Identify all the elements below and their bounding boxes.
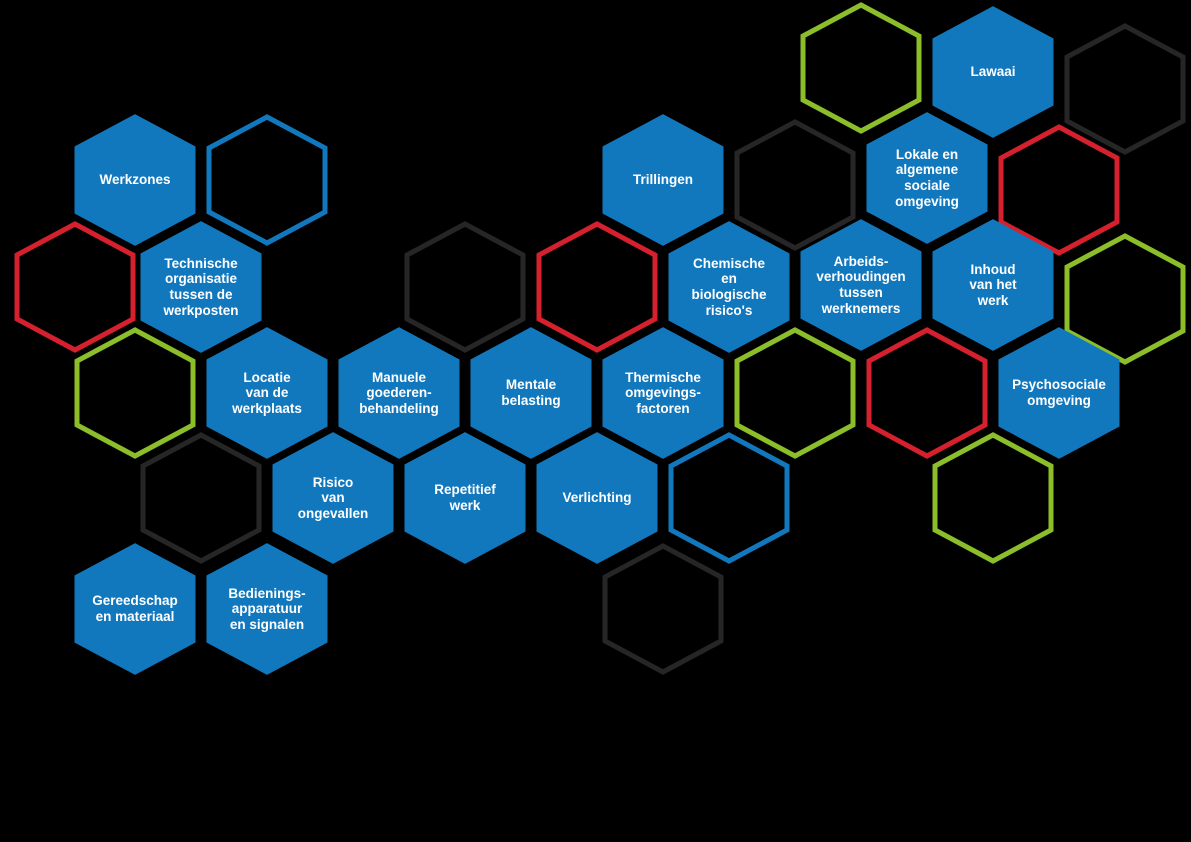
hexagon-empty-red-2 bbox=[536, 221, 658, 353]
hexagon-empty-green-5 bbox=[932, 432, 1054, 564]
hexagon-shape-blue bbox=[470, 327, 592, 459]
hexagon-bedieningsapparatuur-en-signalen: Bedienings- apparatuur en signalen bbox=[206, 543, 328, 675]
hexagon-shape-blue bbox=[932, 219, 1054, 351]
hexagon-shape-blue bbox=[338, 327, 460, 459]
hexagon-empty-black-4 bbox=[602, 543, 724, 675]
hexagon-shape-blue bbox=[602, 114, 724, 246]
hexagon-shape-black bbox=[404, 221, 526, 353]
hexagon-shape-blue bbox=[404, 432, 526, 564]
hexagon-shape-blue bbox=[206, 327, 328, 459]
hexagon-gereedschap-en-materiaal: Gereedschap en materiaal bbox=[74, 543, 196, 675]
hexagon-empty-black-2 bbox=[404, 221, 526, 353]
hexagon-shape-red bbox=[998, 124, 1120, 256]
hexagon-empty-blue-2 bbox=[668, 432, 790, 564]
hexagon-empty-blue-1 bbox=[206, 114, 328, 246]
hexagon-shape-black bbox=[140, 432, 262, 564]
hexagon-shape-blue bbox=[932, 6, 1054, 138]
hexagon-shape-black bbox=[602, 543, 724, 675]
hexagon-shape-red bbox=[536, 221, 658, 353]
hexagon-shape-blue bbox=[206, 543, 328, 675]
hexagon-shape-green bbox=[932, 432, 1054, 564]
hexagon-shape-green bbox=[1064, 233, 1186, 365]
hexagon-shape-blue bbox=[998, 327, 1120, 459]
hexagon-shape-blue bbox=[602, 327, 724, 459]
hexagon-shape-green bbox=[74, 327, 196, 459]
hexagon-shape-blue bbox=[800, 219, 922, 351]
hexagon-empty-black-3 bbox=[734, 119, 856, 251]
hexagon-shape-green bbox=[734, 327, 856, 459]
hexagon-empty-black-5 bbox=[1064, 23, 1186, 155]
hexagon-shape-blue bbox=[74, 114, 196, 246]
hexagon-empty-red-1 bbox=[14, 221, 136, 353]
hexagon-shape-blue bbox=[206, 114, 328, 246]
hexagon-shape-blue bbox=[668, 432, 790, 564]
hexagon-shape-red bbox=[14, 221, 136, 353]
hexagon-shape-red bbox=[866, 327, 988, 459]
hexagon-shape-black bbox=[734, 119, 856, 251]
hexagon-empty-red-3 bbox=[998, 124, 1120, 256]
hexagon-shape-blue bbox=[536, 432, 658, 564]
hexagon-shape-black bbox=[1064, 23, 1186, 155]
hexagon-repetitief-werk: Repetitief werk bbox=[404, 432, 526, 564]
hexagon-shape-green bbox=[800, 2, 922, 134]
hexagon-empty-green-2 bbox=[734, 327, 856, 459]
hexagon-empty-green-3 bbox=[800, 2, 922, 134]
hexagon-empty-black-1 bbox=[140, 432, 262, 564]
hexagon-shape-blue bbox=[866, 112, 988, 244]
hexagon-shape-blue bbox=[140, 221, 262, 353]
hexagon-empty-red-4 bbox=[866, 327, 988, 459]
hexagon-shape-blue bbox=[74, 543, 196, 675]
hexagon-empty-green-4 bbox=[1064, 233, 1186, 365]
hexagon-shape-blue bbox=[668, 221, 790, 353]
hexagon-empty-green-1 bbox=[74, 327, 196, 459]
hexagon-shape-blue bbox=[272, 432, 394, 564]
